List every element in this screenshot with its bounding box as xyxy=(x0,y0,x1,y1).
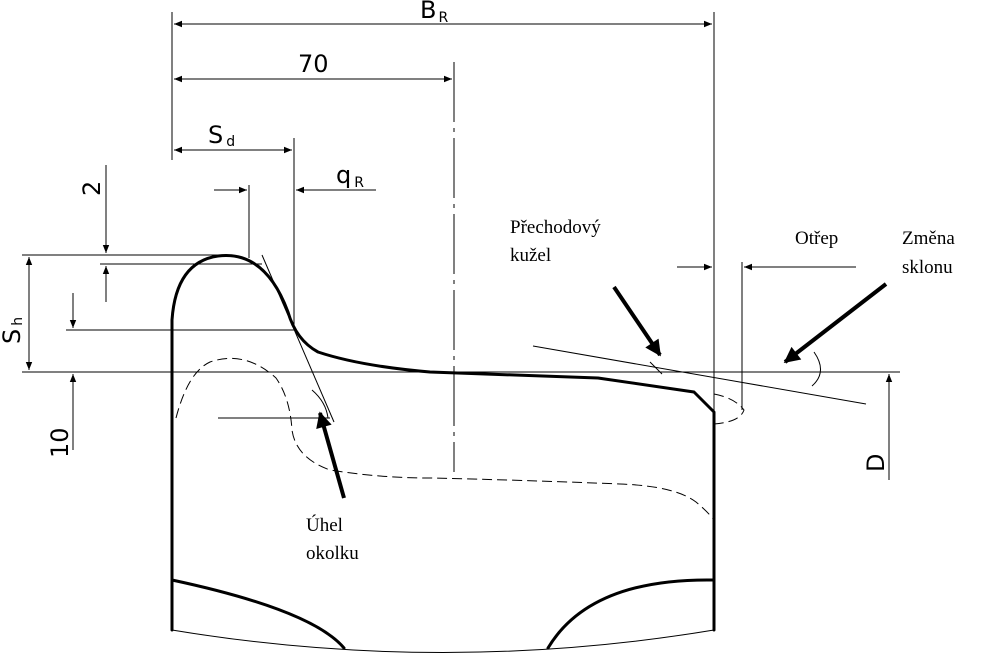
label-flange-angle: Úhel okolku xyxy=(306,514,359,564)
label-2: 2 xyxy=(78,181,106,196)
rim-curve-right xyxy=(546,578,716,650)
wheel-tread-profile xyxy=(170,253,716,632)
flash-outline-dashed xyxy=(713,393,745,425)
extension-lines xyxy=(22,12,900,420)
label-flash: Otřep xyxy=(795,228,838,249)
dimension-lines xyxy=(25,20,893,480)
transition-cone-construction xyxy=(532,345,867,405)
arrow-flange-angle xyxy=(316,411,346,499)
label-sh: Sh xyxy=(0,317,26,344)
arrow-slope-change xyxy=(783,282,888,364)
label-10: 10 xyxy=(46,427,74,458)
rim-bottom-arc xyxy=(171,629,715,653)
worn-profile-dashed xyxy=(175,357,715,521)
rim-curve-left xyxy=(170,578,346,650)
flange-angle-construction xyxy=(218,254,335,423)
label-transition-cone: Přechodový kužel xyxy=(510,217,606,266)
label-d: D xyxy=(862,454,890,472)
arrow-transition-cone xyxy=(612,285,662,357)
label-slope-change: Změna sklonu xyxy=(902,228,960,278)
label-70: 70 xyxy=(298,50,329,78)
